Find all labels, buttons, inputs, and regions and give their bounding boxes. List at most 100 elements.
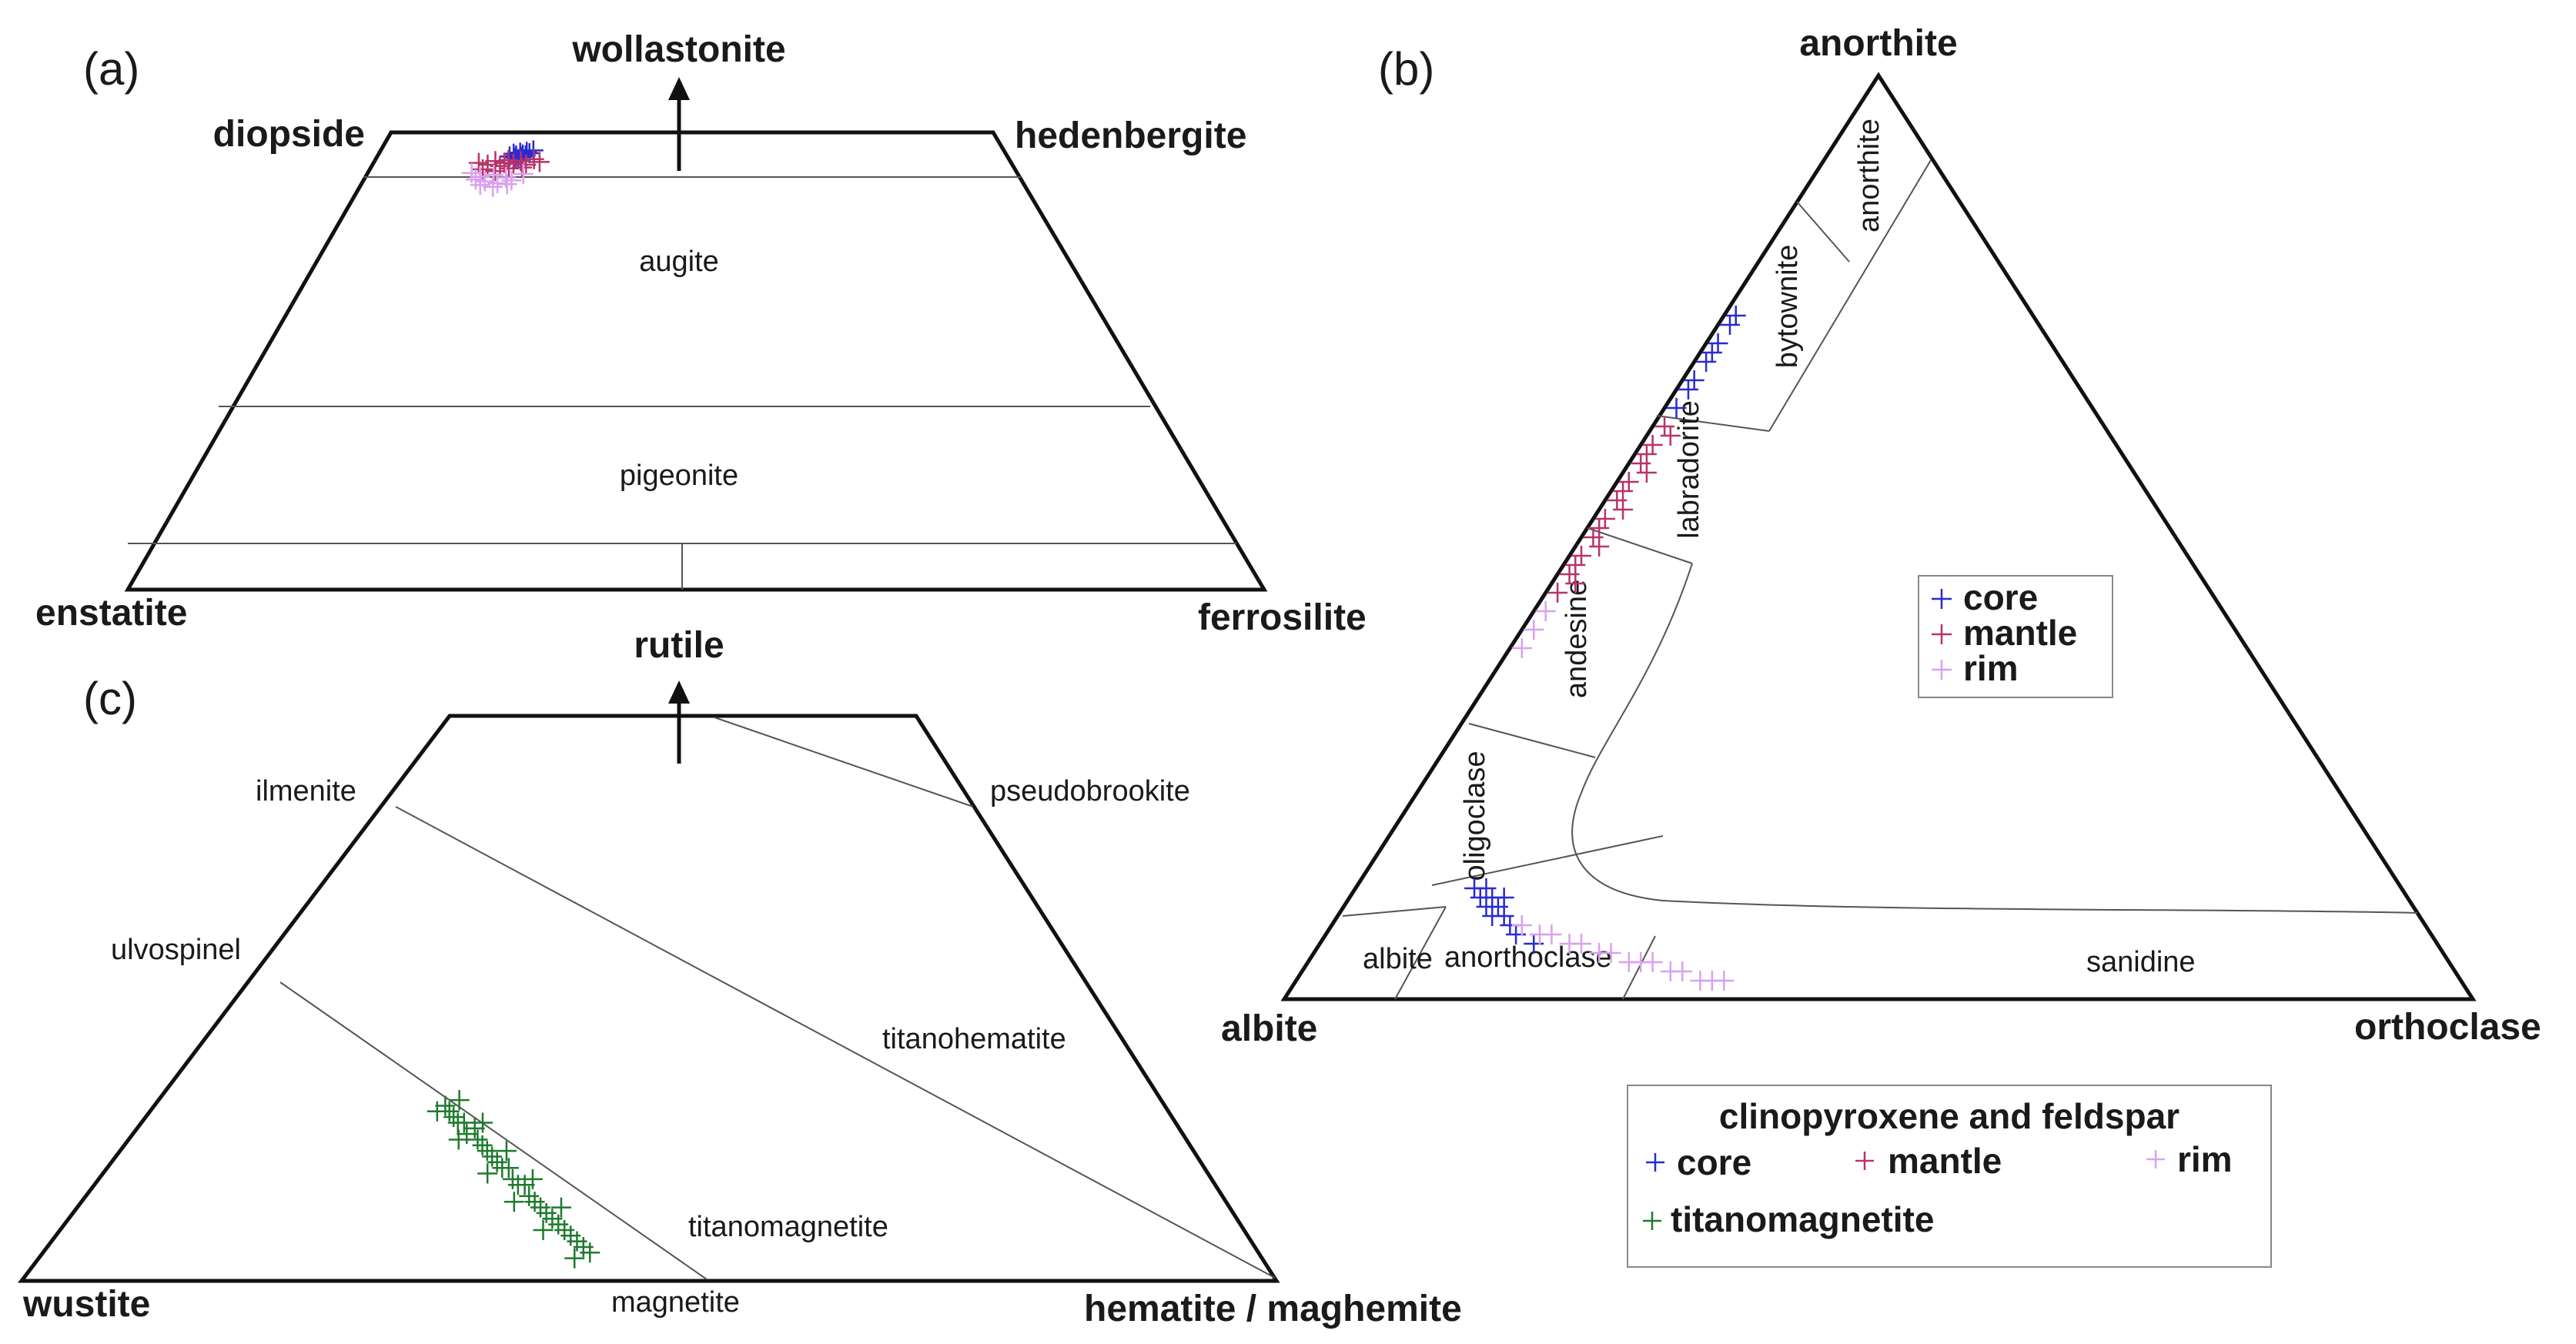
- legend-b-mantle-marker: [1932, 624, 1952, 644]
- data-point-mantle: [1660, 426, 1681, 446]
- data-point-mantle: [484, 161, 505, 182]
- main-legend-mantle: mantle: [1888, 1141, 2002, 1181]
- data-point-titanomagnetite: [472, 1112, 493, 1133]
- panel-c-data-points: [427, 1090, 601, 1269]
- field-andesine: andesine: [1561, 580, 1593, 698]
- main-legend-rim: rim: [2177, 1139, 2233, 1179]
- bytownite-curve: [1768, 159, 1932, 432]
- data-point-titanomagnetite: [530, 1197, 551, 1218]
- data-point-titanomagnetite: [514, 1175, 535, 1195]
- data-point-core: [1666, 398, 1687, 418]
- data-point-rim: [501, 170, 522, 191]
- ulvospinel-magnetite-join: [279, 981, 708, 1280]
- data-point-core: [1678, 379, 1698, 400]
- legend-b-markers: [1932, 589, 1952, 680]
- data-point-titanomagnetite: [519, 1185, 540, 1206]
- label-wollastonite: wollastonite: [571, 29, 785, 70]
- rutile-arrow-head: [668, 680, 690, 704]
- label-ferrosilite: ferrosilite: [1198, 597, 1367, 638]
- labradorite-andesine-boundary: [1587, 527, 1693, 564]
- data-point-titanomagnetite: [533, 1219, 554, 1240]
- oligoclase-anorthoclase-boundary: [1431, 835, 1664, 886]
- main-legend-titanomagnetite-marker: [1643, 1212, 1661, 1230]
- data-point-rim: [1511, 915, 1532, 935]
- panel-b-data-points: [1464, 306, 1746, 991]
- field-sanidine: sanidine: [2086, 946, 2196, 978]
- bytownite-labradorite-boundary: [1656, 415, 1770, 432]
- data-point-mantle: [1613, 500, 1634, 520]
- data-point-rim: [483, 176, 503, 197]
- main-legend-titanomagnetite: titanomagnetite: [1671, 1199, 1934, 1239]
- albite-anorthoclase-boundary: [1394, 906, 1447, 1000]
- field-magnetite: magnetite: [611, 1286, 740, 1319]
- data-point-rim: [1524, 620, 1544, 640]
- data-point-rim: [1511, 638, 1532, 658]
- label-wustite: wustite: [22, 1284, 150, 1325]
- fe-ti-oxide-quadrilateral: [17, 714, 1280, 1283]
- panel-a-data-points: [461, 140, 550, 197]
- data-point-rim: [470, 175, 490, 196]
- data-point-rim: [1529, 924, 1550, 944]
- data-point-rim: [1589, 943, 1610, 963]
- field-anorthoclase: anorthoclase: [1444, 941, 1612, 974]
- legend-b: core mantle rim: [1918, 575, 2113, 698]
- data-point-mantle: [1613, 481, 1634, 501]
- field-titanomagnetite: titanomagnetite: [688, 1211, 888, 1243]
- data-point-mantle: [493, 152, 514, 173]
- data-point-titanomagnetite: [467, 1129, 488, 1150]
- label-diopside: diopside: [213, 114, 365, 155]
- field-ilmenite: ilmenite: [256, 775, 356, 807]
- data-point-mantle: [1636, 463, 1657, 483]
- data-point-titanomagnetite: [502, 1168, 523, 1189]
- data-point-rim: [513, 164, 534, 184]
- data-point-rim: [1559, 934, 1580, 954]
- data-point-mantle: [1589, 518, 1610, 538]
- field-bytownite: bytownite: [1771, 245, 1804, 369]
- data-point-rim: [465, 169, 486, 190]
- data-point-titanomagnetite: [449, 1090, 470, 1111]
- data-point-mantle: [1565, 573, 1586, 593]
- data-point-mantle: [529, 152, 550, 172]
- data-point-rim: [1642, 952, 1663, 972]
- legend-b-box: [1918, 575, 2113, 698]
- data-point-titanomagnetite: [580, 1242, 601, 1263]
- data-point-titanomagnetite: [487, 1152, 507, 1172]
- panel-a: (a) wollastonite diopside hedenbergite e…: [35, 29, 1367, 638]
- data-point-titanomagnetite: [498, 1158, 519, 1179]
- panel-c: (c) rutile wustite hematite / maghemite …: [17, 625, 1462, 1329]
- data-point-mantle: [1547, 583, 1568, 603]
- label-enstatite: enstatite: [35, 593, 187, 634]
- legend-b-rim: rim: [1963, 648, 2019, 688]
- field-anorthite: anorthite: [1853, 119, 1885, 232]
- main-legend-core: core: [1677, 1142, 1751, 1182]
- data-point-titanomagnetite: [542, 1209, 563, 1229]
- data-point-rim: [1618, 952, 1639, 972]
- legend-b-core: core: [1963, 577, 2038, 617]
- data-point-titanomagnetite: [457, 1124, 477, 1145]
- feldspar-ternary: [1280, 72, 2477, 1001]
- data-point-titanomagnetite: [522, 1168, 543, 1189]
- albite-upper-boundary: [1342, 906, 1447, 917]
- data-point-titanomagnetite: [564, 1248, 585, 1269]
- data-point-rim: [1535, 601, 1556, 621]
- ilmenite-hematite-join: [395, 806, 1276, 1279]
- main-legend-title: clinopyroxene and feldspar: [1719, 1096, 2180, 1136]
- data-point-mantle: [1589, 537, 1610, 557]
- legend-b-rim-marker: [1932, 660, 1952, 680]
- data-point-titanomagnetite: [464, 1118, 485, 1138]
- data-point-rim: [497, 174, 517, 195]
- field-pigeonite: pigeonite: [620, 460, 738, 492]
- data-point-titanomagnetite: [477, 1141, 497, 1162]
- main-legend-rim-marker: [2146, 1150, 2165, 1168]
- data-point-titanomagnetite: [472, 1135, 493, 1155]
- panel-b-label: (b): [1378, 43, 1434, 95]
- legend-b-core-marker: [1932, 589, 1952, 609]
- data-point-titanomagnetite: [503, 1192, 524, 1212]
- data-point-core: [1464, 878, 1485, 898]
- pseudobrookite-join: [714, 717, 974, 807]
- label-orthoclase-corner: orthoclase: [2354, 1007, 2541, 1048]
- legend-b-mantle: mantle: [1963, 613, 2077, 653]
- data-point-titanomagnetite: [453, 1112, 474, 1133]
- panel-a-label: (a): [83, 43, 139, 95]
